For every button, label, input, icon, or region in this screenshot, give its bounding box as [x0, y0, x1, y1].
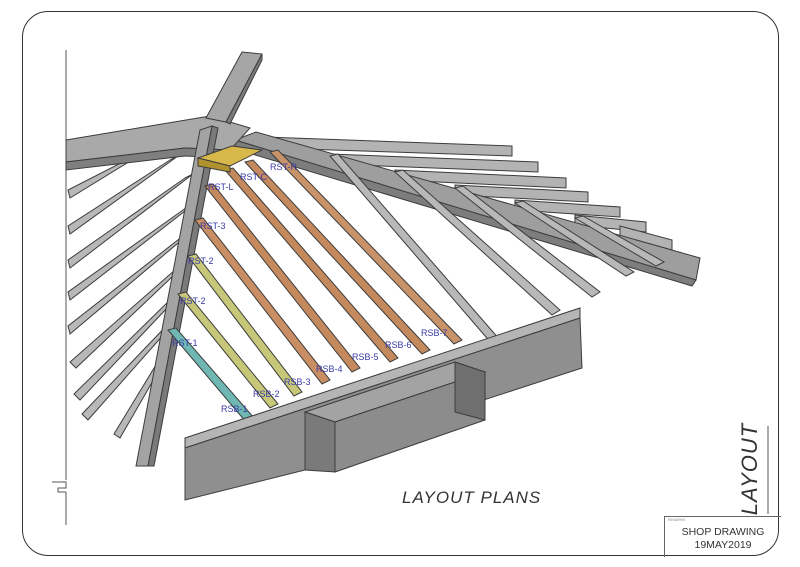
label-rsb-2: RSB-2: [253, 389, 280, 399]
label-rst-3: RST-3: [200, 221, 226, 231]
label-rst-r: RST-R: [270, 162, 298, 172]
sheet-label-box: LAYOUT: [726, 422, 772, 516]
box-section: [303, 361, 487, 473]
label-rst-c: RST-C: [240, 172, 268, 182]
ridge-post: [205, 51, 263, 125]
label-rst-l: RST-L: [208, 182, 234, 192]
title-block-remarks: REMARKS: [668, 518, 686, 522]
member-labels: RST-R RST-C RST-L RST-3 RST-2 RST-2 RST-…: [172, 162, 448, 414]
right-hip-rafter: [231, 131, 701, 287]
label-rsb-5: RSB-5: [352, 352, 379, 362]
label-rsb-1: RSB-1: [221, 404, 248, 414]
label-rsb-6: RSB-6: [385, 340, 412, 350]
label-rsb-4: RSB-4: [316, 364, 343, 374]
right-rafters: [264, 136, 673, 251]
title-block: REMARKS SHOP DRAWING 19MAY2019: [664, 516, 781, 557]
ridge-block: [196, 145, 264, 173]
label-rst-2b: RST-2: [180, 296, 206, 306]
left-rafters: [67, 143, 199, 439]
title-block-date: 19MAY2019: [694, 539, 752, 551]
drawing-title: LAYOUT PLANS: [402, 488, 542, 507]
purlins: [167, 149, 463, 423]
sheet-label: LAYOUT: [737, 422, 763, 516]
title-block-line1: SHOP DRAWING: [681, 526, 765, 538]
label-rsb-3: RSB-3: [284, 377, 311, 387]
label-rst-2a: RST-2: [188, 256, 214, 266]
jack-rafters-right: [329, 153, 666, 345]
label-rsb-7: RSB-7: [421, 328, 448, 338]
label-rst-1: RST-1: [172, 338, 198, 348]
left-border-ticks: [52, 50, 67, 525]
